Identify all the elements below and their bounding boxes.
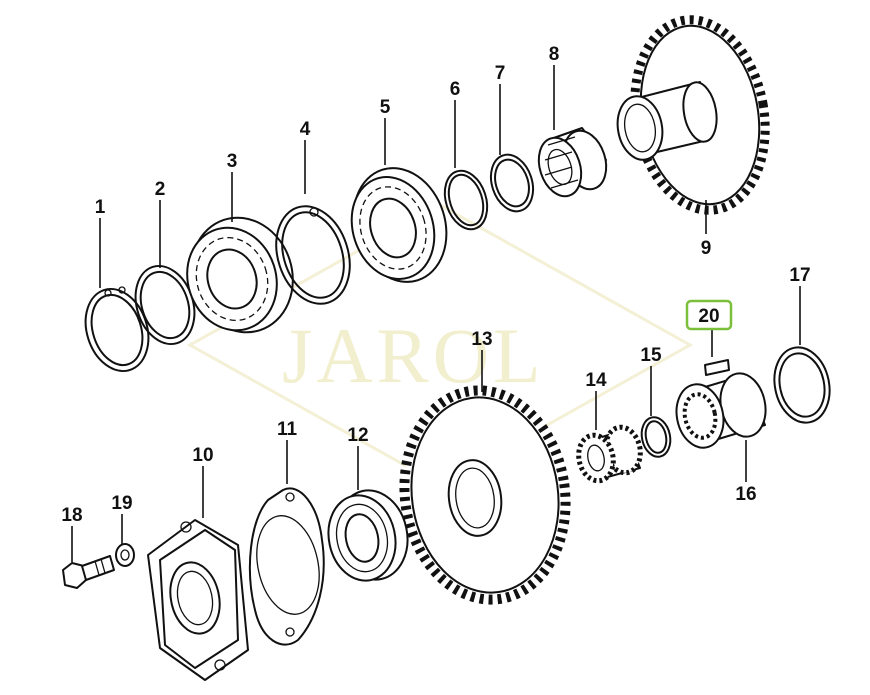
part-16-coupling-sleeve [675,372,767,449]
part-8-needle-cage [537,127,608,198]
callout-5[interactable]: 5 [380,97,391,118]
callout-3[interactable]: 3 [227,151,238,172]
part-15-snap-ring [640,416,672,458]
part-7-ring [489,153,535,213]
part-17-ring [773,346,831,424]
highlight-box-20 [685,299,733,331]
callout-12[interactable]: 12 [347,425,368,446]
leader-lines [71,65,801,562]
callout-15[interactable]: 15 [640,345,662,366]
callout-17[interactable]: 17 [789,265,810,286]
callout-13[interactable]: 13 [471,329,492,350]
callout-7[interactable]: 7 [495,63,506,84]
callout-4[interactable]: 4 [300,119,311,140]
part-1-snap-ring [84,286,150,373]
callout-6[interactable]: 6 [450,79,461,100]
callout-20[interactable]: 20 [698,306,719,327]
callout-18[interactable]: 18 [61,505,82,526]
part-13-gear [399,385,571,605]
part-20-key [704,359,730,376]
callout-1[interactable]: 1 [95,197,106,218]
part-3-bearing [186,216,294,334]
part-19-washer [115,543,135,567]
callout-10[interactable]: 10 [192,445,213,466]
part-9-gear-hub [616,15,770,215]
callout-11[interactable]: 11 [277,419,298,440]
callout-19[interactable]: 19 [111,493,132,514]
watermark: JAROL [186,203,694,487]
part-18-bolt [62,555,115,589]
part-14-splined-sleeve [576,424,643,484]
part-11-gasket [248,487,325,646]
callout-8[interactable]: 8 [549,44,560,65]
part-12-seal-bearing [327,489,409,582]
callout-14[interactable]: 14 [585,370,607,391]
callout-16[interactable]: 16 [735,484,756,505]
callout-labels: 1 2 3 4 5 6 7 8 9 10 11 12 13 14 15 16 1… [61,44,810,526]
callout-2[interactable]: 2 [155,179,166,200]
part-10-flange [147,519,249,681]
part-6-snap-ring [443,169,489,231]
part-4-circlip [275,205,351,305]
callout-9[interactable]: 9 [701,238,712,259]
part-5-bearing [350,167,448,283]
watermark-text: JAROL [282,312,545,399]
